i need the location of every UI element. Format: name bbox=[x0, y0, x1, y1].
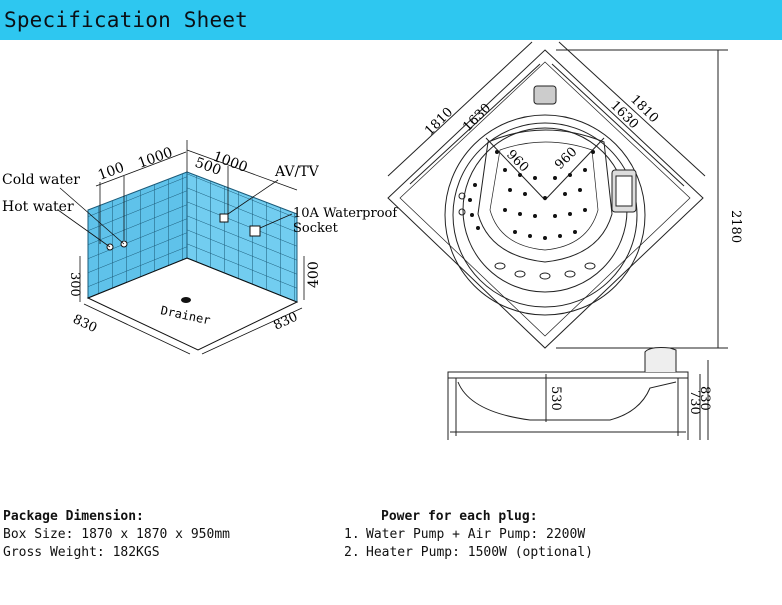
socket-label-line1: 10A Waterproof bbox=[293, 206, 398, 221]
tub-top-view bbox=[387, 41, 728, 349]
drain-icon bbox=[181, 297, 191, 303]
dim-960-right: 960 bbox=[552, 145, 580, 173]
dim-2180: 2180 bbox=[728, 210, 743, 243]
dim-530: 530 bbox=[548, 386, 563, 411]
floor-outline bbox=[86, 257, 299, 351]
socket-icon bbox=[249, 225, 261, 237]
power-item-number: 1. bbox=[344, 527, 360, 542]
cold-water-label: Cold water bbox=[2, 172, 80, 188]
dim-100: 100 bbox=[96, 160, 127, 184]
dim-830: 830 bbox=[697, 386, 712, 411]
tub-side-view bbox=[447, 347, 709, 440]
power-section: Power for each plug: 1. Water Pump + Air … bbox=[344, 508, 593, 562]
air-jets bbox=[468, 150, 595, 240]
power-item-number: 2. bbox=[344, 545, 360, 560]
side-view-labels: 530 730 830 bbox=[548, 386, 712, 415]
power-item: 1. Water Pump + Air Pump: 2200W bbox=[344, 526, 593, 544]
left-wall-tiles bbox=[87, 171, 188, 299]
dim-400: 400 bbox=[306, 261, 322, 288]
dim-830-right: 830 bbox=[271, 310, 300, 334]
power-item-text: Water Pump + Air Pump: 2200W bbox=[366, 527, 586, 542]
power-heading: Power for each plug: bbox=[381, 509, 538, 524]
av-tv-label: AV/TV bbox=[274, 164, 320, 180]
dim-830-left: 830 bbox=[70, 312, 99, 336]
dim-1630-left: 1630 bbox=[460, 101, 494, 135]
dim-300: 300 bbox=[67, 272, 82, 297]
right-wall-tiles bbox=[186, 171, 298, 303]
top-view-labels: 1810 1630 1630 1810 960 960 2180 bbox=[422, 92, 743, 243]
package-dimension-section: Package Dimension: Box Size: 1870 x 1870… bbox=[3, 508, 230, 562]
gross-weight: Gross Weight: 182KGS bbox=[3, 545, 160, 560]
power-item-text: Heater Pump: 1500W (optional) bbox=[366, 545, 593, 560]
room-diagram: Cold water Hot water 100 1000 500 1000 A… bbox=[2, 140, 398, 355]
hot-water-label: Hot water bbox=[2, 199, 74, 215]
power-item: 2. Heater Pump: 1500W (optional) bbox=[344, 544, 593, 562]
dim-1000-left: 1000 bbox=[136, 145, 175, 172]
av-tv-outlet-icon bbox=[219, 213, 229, 223]
page-title: Specification Sheet bbox=[4, 8, 249, 32]
dim-730: 730 bbox=[687, 390, 702, 415]
package-heading: Package Dimension: bbox=[3, 509, 144, 524]
dim-1810-left: 1810 bbox=[422, 105, 456, 139]
top-view-outline bbox=[387, 49, 704, 349]
title-bar: Specification Sheet bbox=[0, 0, 782, 40]
box-size: Box Size: 1870 x 1870 x 950mm bbox=[3, 527, 230, 542]
dim-960-left: 960 bbox=[503, 147, 531, 175]
socket-label-line2: Socket bbox=[293, 221, 339, 236]
drainer-label: Drainer bbox=[159, 303, 211, 327]
